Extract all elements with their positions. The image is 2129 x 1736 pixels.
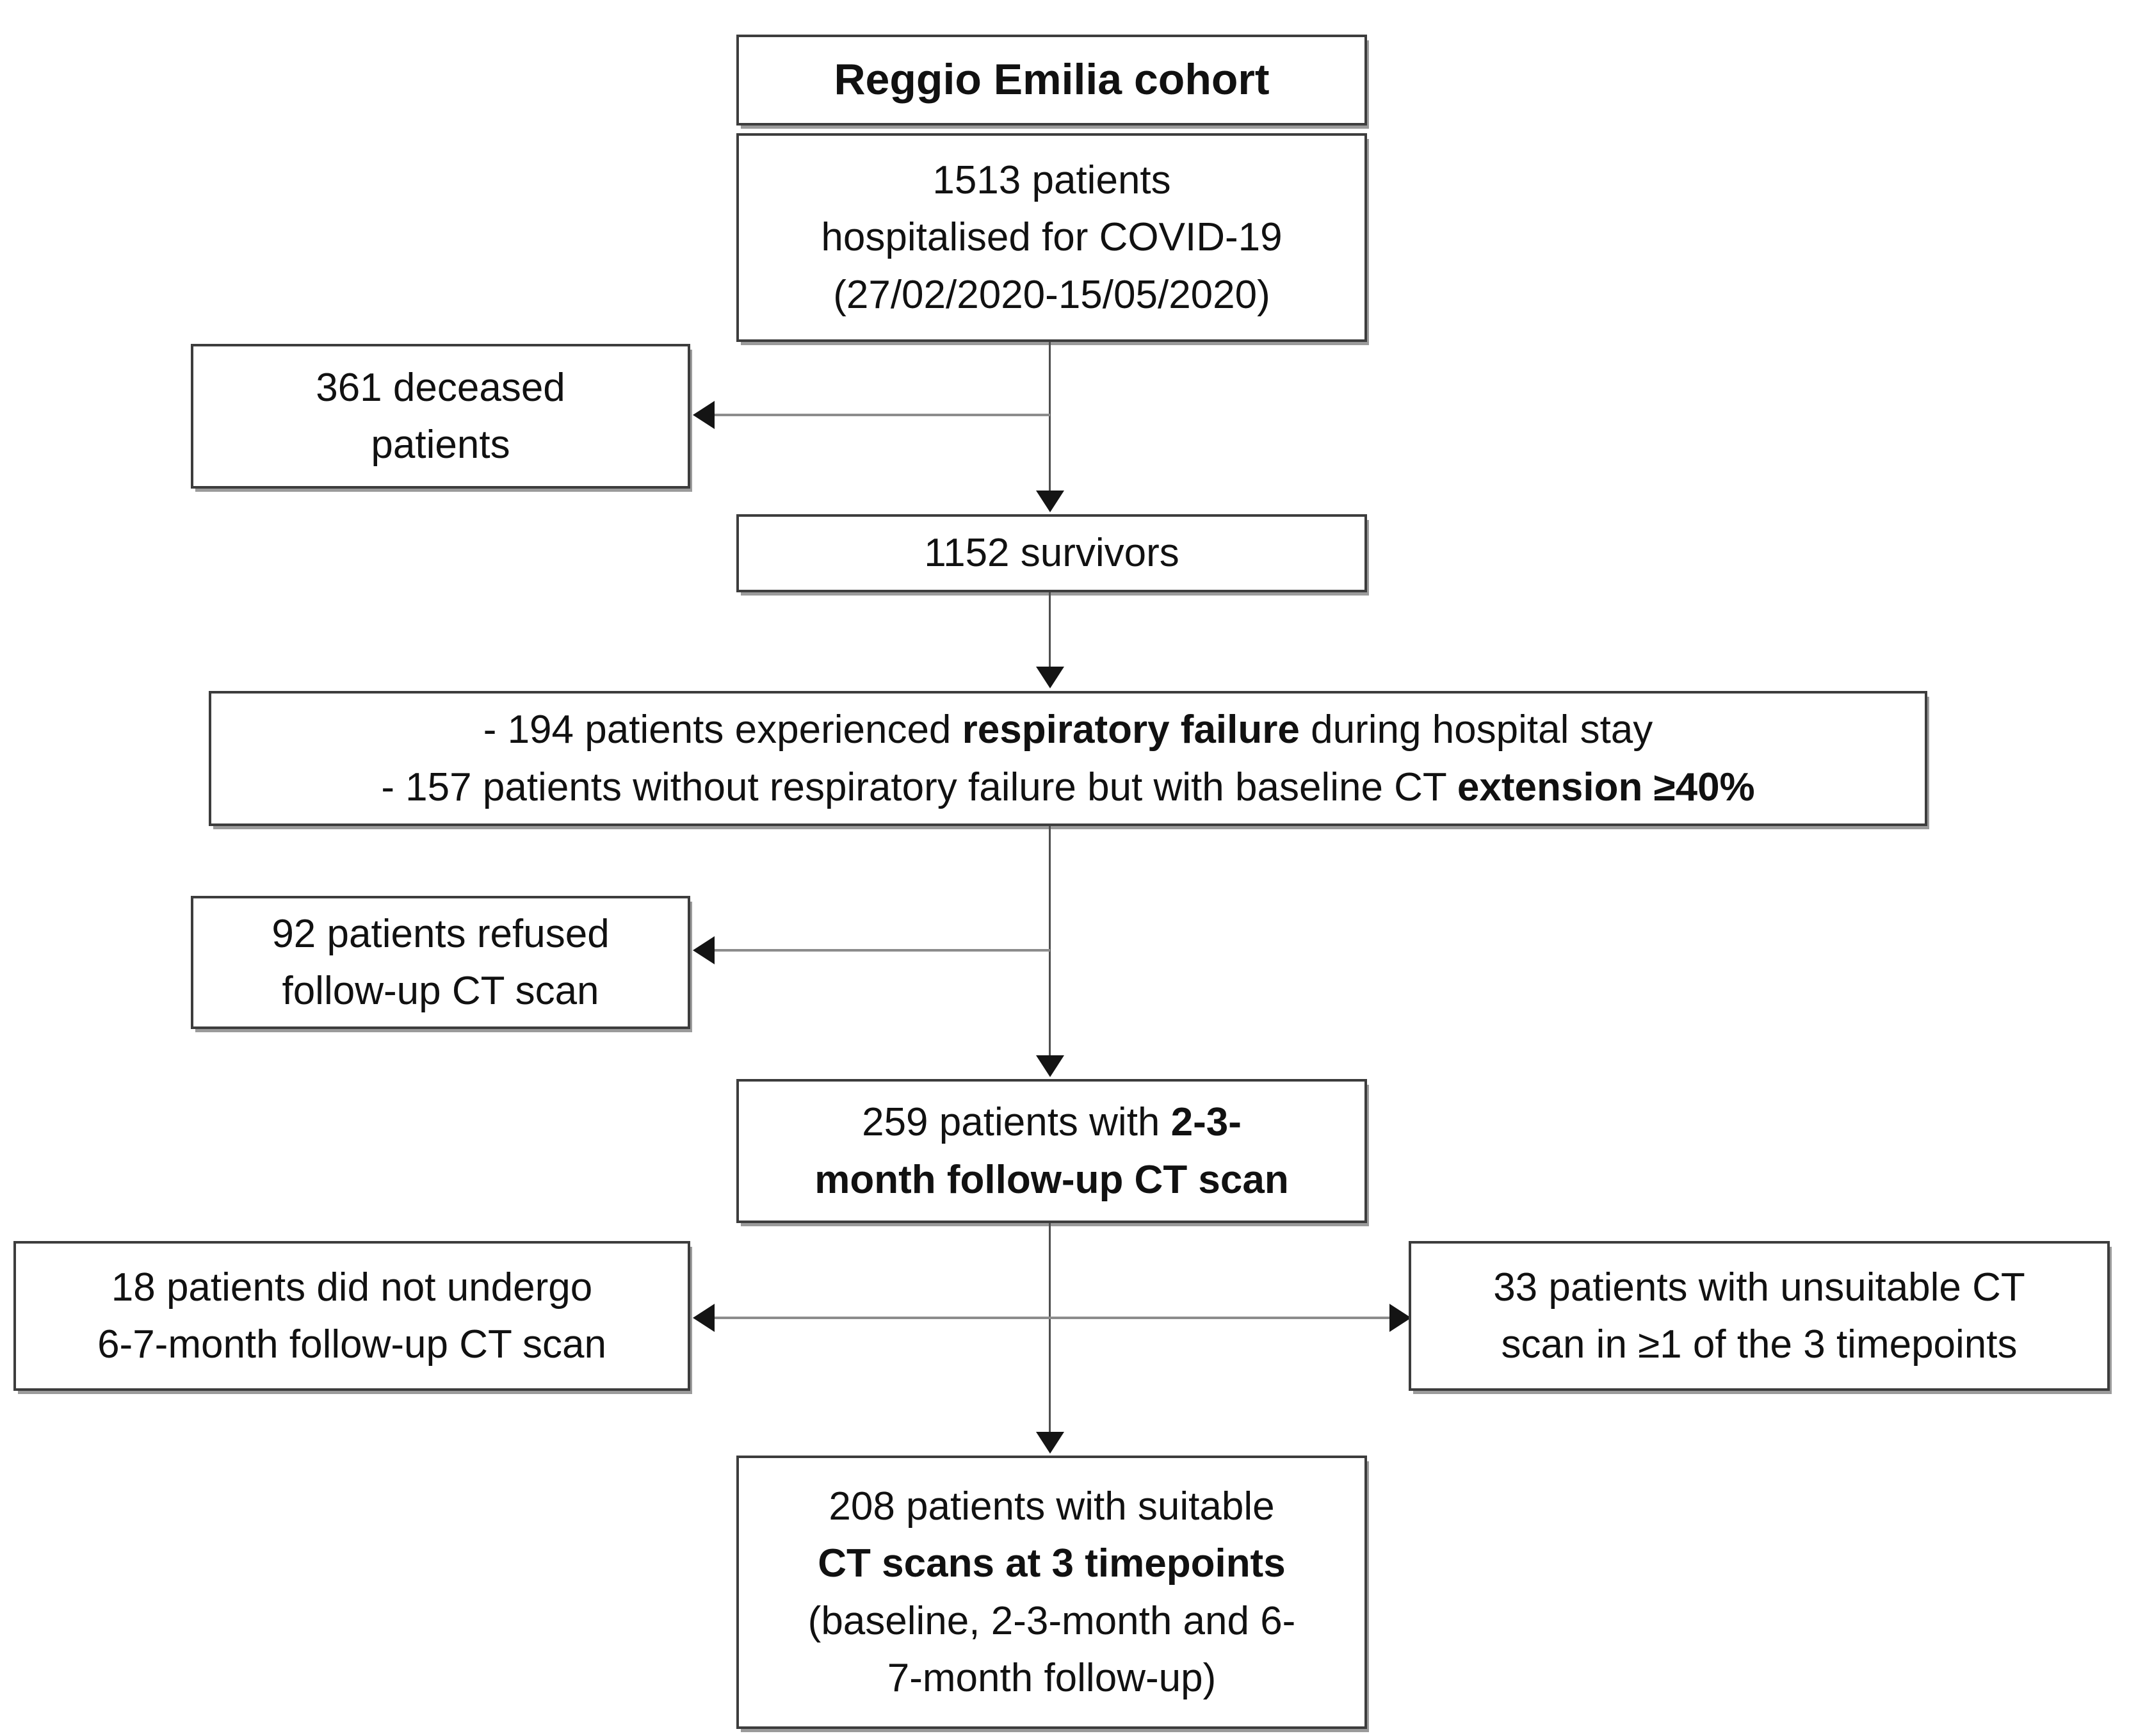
suitable-line-2-bold: CT scans at 3 timepoints xyxy=(818,1541,1286,1586)
box-suitable-ct: 208 patients with suitable CT scans at 3… xyxy=(736,1456,1367,1729)
suitable-line-2: CT scans at 3 timepoints xyxy=(818,1535,1285,1592)
criteria-line-1-bold: respiratory failure xyxy=(962,708,1300,752)
criteria-line-2-bold: extension ≥40% xyxy=(1457,765,1755,809)
connector-survivors-to-criteria xyxy=(1049,592,1051,667)
arrowhead-down-suitable xyxy=(1036,1432,1064,1454)
hospitalised-line-2: hospitalised for COVID-19 xyxy=(821,215,1283,260)
arrowhead-right-unsuitable xyxy=(1389,1304,1411,1332)
arrowhead-left-refused xyxy=(693,936,715,964)
arrowhead-down-survivors xyxy=(1036,491,1064,512)
arrowhead-left-no67 xyxy=(693,1304,715,1332)
box-no-67month-ct: 18 patients did not undergo 6-7-month fo… xyxy=(13,1241,690,1391)
connector-branch-refused xyxy=(713,949,1050,952)
followup-line-2: month follow-up CT scan xyxy=(814,1151,1289,1208)
refused-line-2: follow-up CT scan xyxy=(282,969,599,1013)
box-inclusion-criteria: - 194 patients experienced respiratory f… xyxy=(209,691,1927,826)
criteria-line-1-tail: during hospital stay xyxy=(1299,708,1653,752)
box-deceased-patients: 361 deceased patients xyxy=(191,344,690,489)
connector-branch-deceased xyxy=(713,414,1050,416)
survivors-text: 1152 survivors xyxy=(924,531,1179,576)
arrowhead-down-criteria xyxy=(1036,667,1064,688)
no67-line-2: 6-7-month follow-up CT scan xyxy=(97,1322,606,1367)
arrowhead-left-deceased xyxy=(693,401,715,429)
deceased-line-1: 361 deceased xyxy=(316,365,565,410)
suitable-line-1: 208 patients with suitable xyxy=(829,1484,1275,1529)
connector-cohort-to-survivors xyxy=(1049,342,1051,491)
followup-line-1-bold: 2-3- xyxy=(1170,1100,1242,1145)
box-unsuitable-ct: 33 patients with unsuitable CT scan in ≥… xyxy=(1409,1241,2110,1391)
box-23month-followup: 259 patients with 2-3- month follow-up C… xyxy=(736,1079,1367,1223)
hospitalised-line-1: 1513 patients xyxy=(932,158,1171,203)
criteria-line-2-normal: - 157 patients without respiratory failu… xyxy=(381,765,1457,809)
box-survivors: 1152 survivors xyxy=(736,514,1367,592)
box-cohort-title: Reggio Emilia cohort xyxy=(736,35,1367,126)
box-refused-ct: 92 patients refused follow-up CT scan xyxy=(191,896,690,1029)
suitable-line-4: 7-month follow-up) xyxy=(887,1655,1217,1700)
unsuitable-line-2: scan in ≥1 of the 3 timepoints xyxy=(1501,1322,2018,1367)
criteria-line-1: - 194 patients experienced respiratory f… xyxy=(483,701,1653,758)
unsuitable-line-1: 33 patients with unsuitable CT xyxy=(1493,1265,2025,1310)
box-hospitalised-patients: 1513 patients hospitalised for COVID-19 … xyxy=(736,133,1367,342)
suitable-line-3: (baseline, 2-3-month and 6- xyxy=(807,1598,1296,1643)
followup-line-1: 259 patients with 2-3- xyxy=(862,1094,1242,1151)
arrowhead-down-followup xyxy=(1036,1055,1064,1077)
connector-criteria-to-followup xyxy=(1049,826,1051,1055)
cohort-title-text: Reggio Emilia cohort xyxy=(834,55,1270,104)
followup-line-1-normal: 259 patients with xyxy=(862,1100,1171,1145)
hospitalised-line-3: (27/02/2020-15/05/2020) xyxy=(833,272,1270,317)
criteria-line-1-normal: - 194 patients experienced xyxy=(483,708,962,752)
refused-line-1: 92 patients refused xyxy=(271,911,610,956)
deceased-line-2: patients xyxy=(371,423,510,467)
no67-line-1: 18 patients did not undergo xyxy=(111,1265,593,1310)
connector-branch-excluded xyxy=(713,1317,1392,1319)
followup-line-2-bold: month follow-up CT scan xyxy=(814,1157,1289,1202)
criteria-line-2: - 157 patients without respiratory failu… xyxy=(381,759,1754,816)
connector-followup-to-suitable xyxy=(1049,1223,1051,1432)
